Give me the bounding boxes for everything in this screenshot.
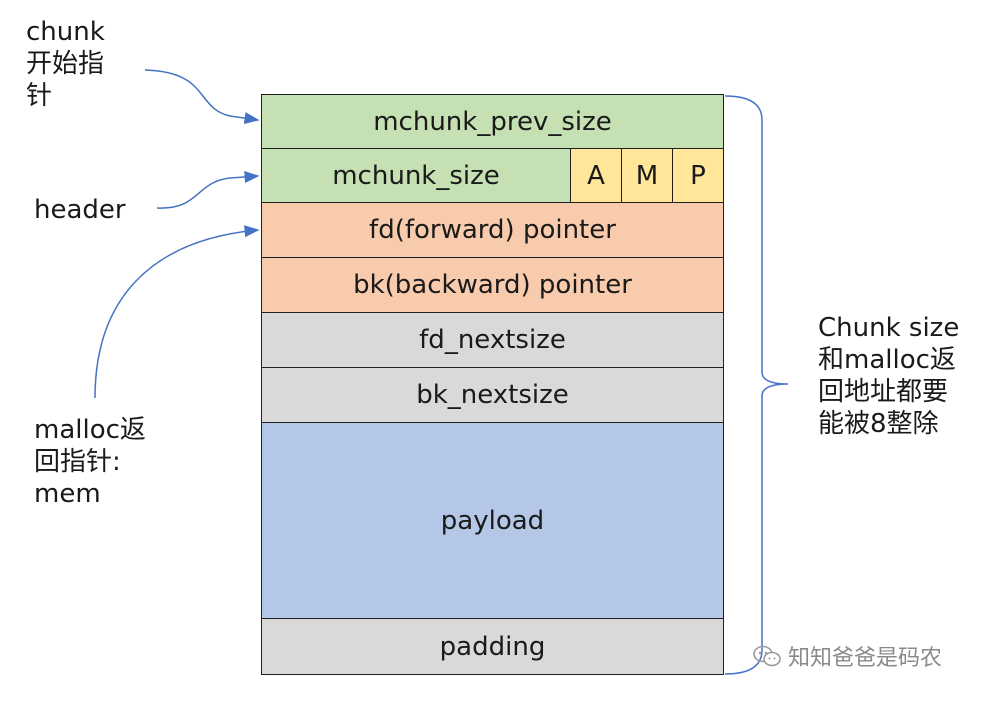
header-label: header [34, 195, 126, 225]
fd-pointer-label: fd(forward) pointer [369, 215, 616, 245]
flag-m-bit: M [621, 148, 673, 203]
fd-nextsize-label: fd_nextsize [419, 325, 566, 355]
fd-pointer-field: fd(forward) pointer [261, 202, 724, 258]
mchunk-size-field: mchunk_size [261, 148, 571, 203]
watermark-text: 知知爸爸是码农 [788, 646, 943, 671]
size-alignment-note: Chunk size 和malloc返 回地址都要 能被8整除 [818, 313, 960, 439]
bk-pointer-field: bk(backward) pointer [261, 257, 724, 313]
watermark: 知知爸爸是码农 [752, 640, 942, 672]
mchunk-size-label: mchunk_size [332, 160, 500, 191]
flag-m-label: M [635, 160, 659, 191]
padding-label: padding [439, 631, 546, 662]
chunk-start-label: chunk 开始指 针 [26, 17, 105, 111]
flag-p-bit: P [672, 148, 724, 203]
flag-a-bit: A [570, 148, 622, 203]
mem-label: malloc返 回指针: mem [34, 415, 146, 509]
fd-nextsize-field: fd_nextsize [261, 312, 724, 368]
bk-nextsize-label: bk_nextsize [416, 380, 569, 410]
payload-label: payload [440, 505, 545, 536]
chunk-start-arrow [144, 69, 260, 125]
bk-pointer-label: bk(backward) pointer [353, 270, 632, 300]
mchunk-prev-size-field: mchunk_prev_size [261, 94, 724, 149]
size-brace [724, 95, 789, 675]
mchunk-prev-size-label: mchunk_prev_size [373, 106, 612, 137]
header-arrow [156, 170, 260, 209]
flag-a-label: A [587, 160, 605, 191]
flag-p-label: P [690, 160, 706, 191]
padding-field: padding [261, 618, 724, 675]
bk-nextsize-field: bk_nextsize [261, 367, 724, 423]
wechat-icon [753, 645, 781, 667]
mem-arrow [94, 225, 260, 399]
payload-field: payload [261, 422, 724, 619]
